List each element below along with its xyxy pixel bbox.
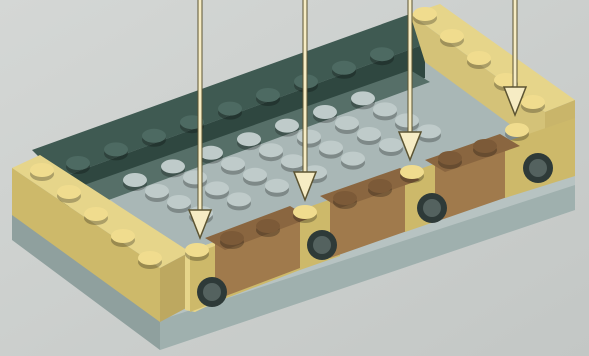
technic-hole-icon bbox=[197, 277, 227, 307]
stud-grey bbox=[351, 91, 375, 109]
stud-front bbox=[368, 179, 392, 197]
stud-grey bbox=[373, 102, 397, 120]
stud-grey bbox=[123, 173, 147, 191]
stud-grey bbox=[161, 159, 185, 177]
stud-dark bbox=[142, 129, 166, 147]
stud-yellow bbox=[84, 207, 108, 225]
stud-grey bbox=[335, 116, 359, 134]
stud-grey bbox=[281, 154, 305, 172]
stud-grey bbox=[145, 184, 169, 202]
stud-front bbox=[438, 151, 462, 169]
stud-grey bbox=[227, 192, 251, 210]
stud-front bbox=[505, 123, 529, 141]
stud-dark bbox=[104, 142, 128, 160]
stud-grey bbox=[341, 152, 365, 170]
stud-front bbox=[473, 139, 497, 157]
stud-yellow bbox=[467, 51, 491, 69]
stud-front bbox=[400, 165, 424, 183]
stud-grey bbox=[319, 141, 343, 159]
stud-front bbox=[293, 205, 317, 223]
stud-grey bbox=[313, 105, 337, 123]
stud-grey bbox=[205, 181, 229, 199]
stud-yellow bbox=[138, 251, 162, 269]
stud-dark bbox=[66, 156, 90, 174]
stud-yellow bbox=[57, 185, 81, 203]
stud-dark bbox=[332, 61, 356, 79]
stud-yellow bbox=[30, 163, 54, 181]
technic-hole-icon bbox=[307, 230, 337, 260]
stud-grey bbox=[183, 170, 207, 188]
stud-grey bbox=[167, 195, 191, 213]
stud-yellow bbox=[521, 95, 545, 113]
stud-grey bbox=[237, 132, 261, 150]
stud-yellow bbox=[111, 229, 135, 247]
stud-grey bbox=[243, 168, 267, 186]
stud-grey bbox=[199, 146, 223, 164]
stud-grey bbox=[357, 127, 381, 145]
stud-grey bbox=[259, 143, 283, 161]
stud-dark bbox=[370, 47, 394, 65]
stud-front bbox=[220, 231, 244, 249]
stud-front bbox=[333, 191, 357, 209]
technic-hole-icon bbox=[417, 193, 447, 223]
stud-grey bbox=[395, 113, 419, 131]
stud-grey bbox=[275, 119, 299, 137]
stud-grey bbox=[265, 179, 289, 197]
stud-grey bbox=[379, 138, 403, 156]
stud-grey bbox=[221, 157, 245, 175]
stud-yellow bbox=[440, 29, 464, 47]
stud-dark bbox=[218, 102, 242, 120]
stud-grey bbox=[297, 130, 321, 148]
stud-yellow bbox=[413, 7, 437, 25]
stud-front bbox=[185, 243, 209, 261]
technic-hole-icon bbox=[523, 153, 553, 183]
stud-dark bbox=[256, 88, 280, 106]
stud-front bbox=[256, 219, 280, 237]
